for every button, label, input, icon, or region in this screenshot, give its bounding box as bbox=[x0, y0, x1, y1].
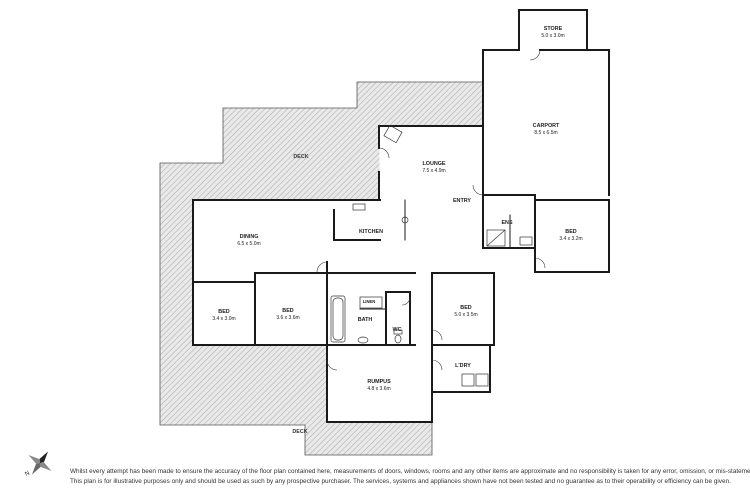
bed-mid-dims: 3.6 x 3.6m bbox=[276, 315, 299, 321]
bed-west-dims: 3.4 x 3.0m bbox=[212, 316, 235, 322]
store-label: STORE bbox=[544, 26, 563, 32]
bed-west-label: BED bbox=[218, 309, 229, 315]
store-dims: 5.0 x 3.0m bbox=[541, 33, 564, 39]
bed-east-dims: 3.4 x 3.2m bbox=[559, 236, 582, 242]
bath-label: BATH bbox=[358, 317, 373, 323]
carport-dims: 8.5 x 6.5m bbox=[534, 130, 557, 136]
rumpus-dims: 4.8 x 3.6m bbox=[367, 386, 390, 392]
rumpus-label: RUMPUS bbox=[367, 379, 391, 385]
kitchen-label: KITCHEN bbox=[359, 229, 383, 235]
compass-north-icon: N bbox=[24, 451, 52, 478]
deck-label: DECK bbox=[293, 154, 308, 160]
bed-main-dims: 5.0 x 3.5m bbox=[454, 312, 477, 318]
walls bbox=[192, 9, 610, 423]
lounge-label: LOUNGE bbox=[422, 161, 445, 167]
dining-label: DINING bbox=[240, 234, 259, 240]
entry-label: ENTRY bbox=[453, 198, 471, 204]
disclaimer-line-2: This plan is for illustrative purposes o… bbox=[70, 477, 731, 485]
bed-mid-label: BED bbox=[282, 308, 293, 314]
lounge-dims: 7.5 x 4.9m bbox=[422, 168, 445, 174]
store-floor bbox=[519, 10, 587, 50]
carport-floor bbox=[483, 50, 609, 196]
disclaimer-line-1: Whilst every attempt has been made to en… bbox=[70, 468, 750, 475]
door-swings bbox=[316, 49, 546, 371]
bed-main-label: BED bbox=[460, 305, 471, 311]
room-labels: STORE 5.0 x 3.0m CARPORT 8.5 x 6.5m DECK… bbox=[212, 26, 582, 435]
fixtures bbox=[330, 124, 533, 387]
dining-dims: 6.5 x 5.0m bbox=[237, 241, 260, 247]
deck-label-south: DECK bbox=[292, 429, 307, 435]
carport-label: CARPORT bbox=[533, 123, 560, 129]
linen-label: LINEN bbox=[363, 299, 376, 304]
compass-north-label: N bbox=[24, 471, 30, 478]
ens-label: ENS bbox=[501, 220, 512, 226]
ldry-label: L'DRY bbox=[455, 363, 471, 369]
disclaimer: Whilst every attempt has been made to en… bbox=[70, 467, 750, 486]
bed-east-label: BED bbox=[565, 229, 576, 235]
wc-label: WC bbox=[393, 327, 402, 333]
